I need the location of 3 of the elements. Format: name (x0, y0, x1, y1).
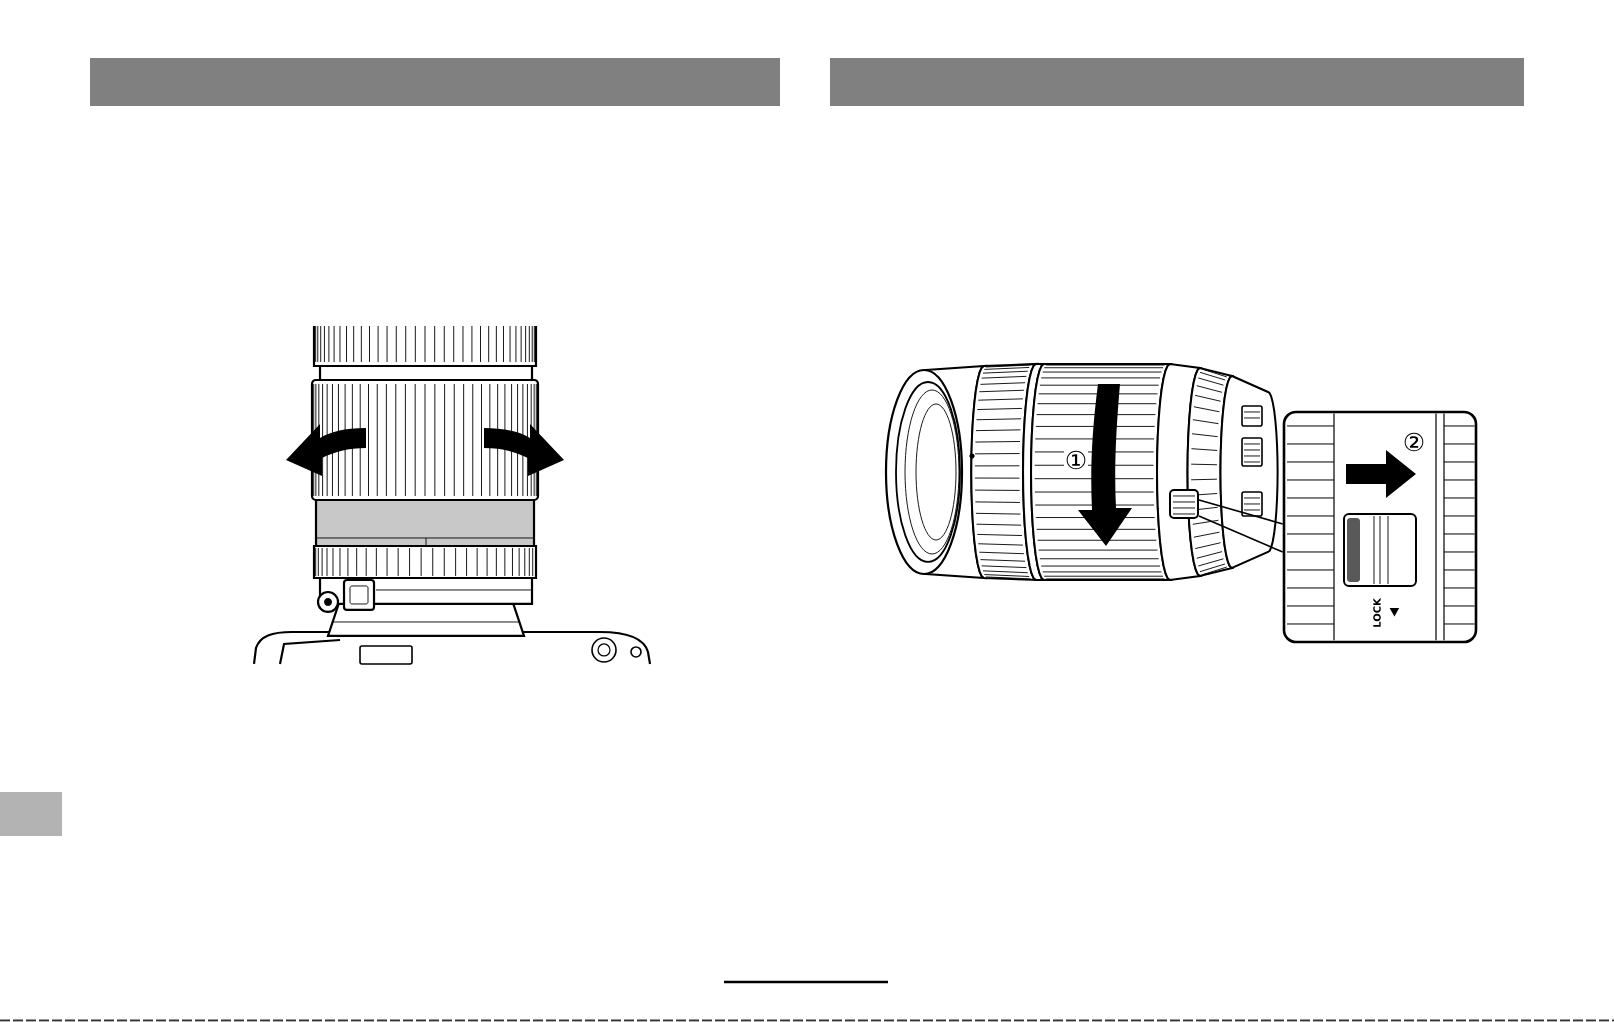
lock-switch (1169, 489, 1199, 519)
leader-line (1198, 515, 1284, 553)
leader-line (1198, 499, 1284, 525)
